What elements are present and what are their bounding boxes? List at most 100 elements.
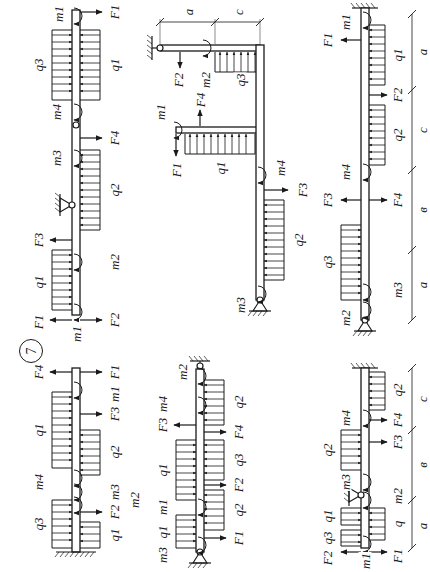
- load-edge: [204, 530, 224, 531]
- load-arrow: [369, 513, 385, 514]
- load-label: q3: [232, 453, 245, 468]
- dimension-line: [412, 14, 413, 320]
- load-label: m3: [391, 281, 404, 299]
- load-arrow: [204, 413, 224, 414]
- extension-line: [160, 19, 161, 44]
- load-arrow: [52, 84, 72, 85]
- force-arrow: [80, 11, 102, 12]
- load-edge: [80, 430, 100, 431]
- load-arrow: [52, 70, 72, 71]
- load-arrow: [341, 449, 361, 450]
- load-arrow: [204, 516, 224, 517]
- load-label: m3: [156, 546, 169, 564]
- load-arrow: [52, 269, 72, 270]
- load-arrow: [52, 35, 72, 36]
- load-label: m3: [234, 296, 247, 314]
- load-edge: [80, 150, 100, 151]
- load-arrow: [341, 463, 361, 464]
- load-arrow: [341, 265, 361, 266]
- load-label: q3: [321, 255, 334, 270]
- load-label: q1: [32, 275, 45, 290]
- load-label: q1: [391, 48, 404, 63]
- load-edge: [100, 430, 101, 475]
- beam: [196, 369, 204, 552]
- load-arrow: [264, 240, 284, 241]
- load-label: q2: [292, 233, 305, 248]
- load-arrow: [80, 190, 100, 191]
- moment-arc: [74, 104, 82, 120]
- load-arrow: [80, 91, 100, 92]
- load-arrow: [52, 439, 72, 440]
- hinge: [73, 122, 79, 128]
- load-edge: [215, 52, 216, 72]
- dimension-label: a: [182, 8, 195, 17]
- load-label: q1: [108, 528, 121, 543]
- load-arrow: [80, 204, 100, 205]
- load-label: q2: [391, 128, 404, 143]
- load-edge: [80, 522, 100, 523]
- load-edge: [204, 440, 224, 441]
- load-arrow: [176, 541, 196, 542]
- load-label: q1: [214, 161, 227, 176]
- ground-hatch: [344, 493, 349, 497]
- load-arrow: [80, 155, 100, 156]
- load-edge: [341, 508, 361, 509]
- load-arrow: [369, 534, 385, 535]
- load-arrow: [369, 131, 385, 132]
- ground-hatch: [371, 363, 375, 368]
- load-arrow: [369, 384, 385, 385]
- load-edge: [341, 525, 361, 526]
- ground-hatch: [366, 363, 370, 368]
- load-label: F1: [391, 548, 404, 564]
- load-edge: [204, 380, 224, 381]
- beam: [256, 45, 264, 300]
- load-arrow: [232, 134, 233, 154]
- load-arrow: [239, 134, 240, 154]
- ground-hatch: [147, 55, 152, 59]
- load-arrow: [176, 480, 196, 481]
- load-arrow: [80, 84, 100, 85]
- load-edge: [341, 470, 361, 471]
- moment-arc: [198, 397, 206, 413]
- ground-hatch: [189, 356, 193, 361]
- load-edge: [341, 225, 361, 226]
- load-arrow: [80, 470, 100, 471]
- ground-hatch: [199, 356, 203, 361]
- load-arrow: [190, 134, 191, 154]
- load-edge: [52, 548, 72, 549]
- load-arrow: [80, 176, 100, 177]
- ground-hatch: [60, 552, 64, 557]
- moment-arc: [363, 492, 371, 508]
- ground-hatch: [371, 3, 375, 8]
- load-arrow: [369, 30, 385, 31]
- load-label: q3: [321, 531, 334, 546]
- moment-arc: [258, 286, 266, 302]
- load-label: q2: [391, 383, 404, 398]
- load-arrow: [246, 134, 247, 154]
- ground-hatch: [147, 45, 152, 49]
- load-arrow: [52, 425, 72, 426]
- load-arrow: [52, 283, 72, 284]
- force-arrow: [199, 110, 200, 126]
- load-arrow: [80, 534, 100, 535]
- moment-arc: [363, 410, 371, 426]
- ground-hatch: [55, 193, 60, 197]
- ground-hatch: [248, 311, 252, 316]
- load-edge: [52, 310, 72, 311]
- moment-arc: [258, 167, 266, 183]
- load-arrow: [341, 251, 361, 252]
- load-arrow: [369, 152, 385, 153]
- load-edge: [224, 490, 225, 530]
- load-label: F2: [232, 477, 245, 493]
- load-arrow: [218, 134, 219, 154]
- ground-line: [59, 194, 60, 216]
- load-arrow: [80, 70, 100, 71]
- moment-arc: [74, 8, 82, 24]
- load-edge: [52, 500, 53, 548]
- dimension-tick: [408, 10, 416, 18]
- load-label: F3: [32, 232, 45, 248]
- load-arrow: [176, 466, 196, 467]
- load-arrow: [369, 117, 385, 118]
- ground-hatch: [351, 363, 355, 368]
- load-arrow: [52, 397, 72, 398]
